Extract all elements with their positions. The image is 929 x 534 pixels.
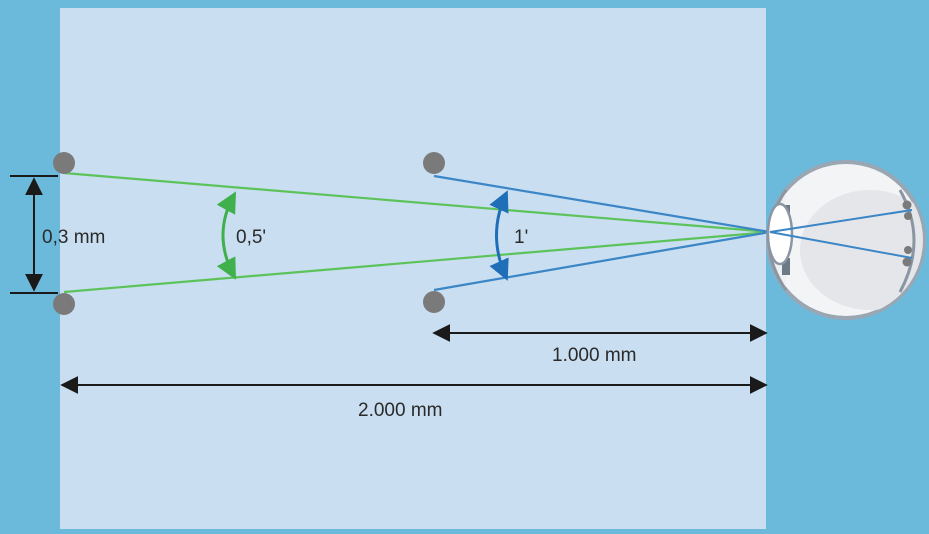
separation-label: 0,3 mm bbox=[42, 227, 105, 248]
angle-label-near: 1' bbox=[514, 227, 528, 248]
distance-far-label: 2.000 mm bbox=[358, 400, 442, 421]
far-point-top bbox=[53, 152, 75, 174]
viewing-panel bbox=[60, 8, 766, 529]
separation-dimension bbox=[10, 175, 58, 294]
angle-arc-far bbox=[216, 191, 237, 280]
distance-near-label: 1.000 mm bbox=[552, 345, 636, 366]
angle-arc-near bbox=[489, 190, 509, 281]
angle-label-far: 0,5' bbox=[236, 227, 266, 248]
near-point-top bbox=[423, 152, 445, 174]
far-point-bottom bbox=[53, 293, 75, 315]
eye-icon bbox=[766, 160, 926, 320]
near-point-bottom bbox=[423, 291, 445, 313]
